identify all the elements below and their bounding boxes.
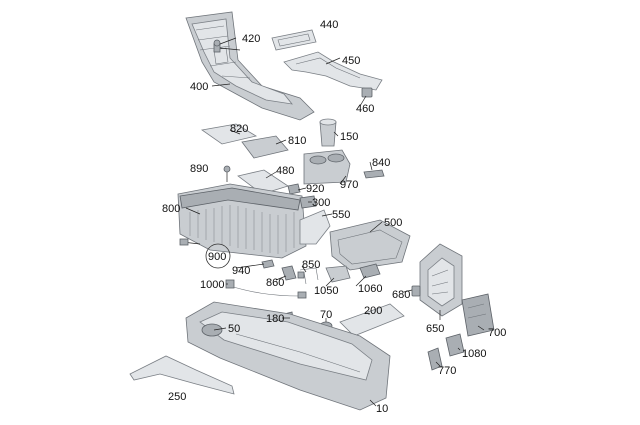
callout-680: 680 xyxy=(392,289,410,301)
part-420-screw xyxy=(213,39,221,53)
callout-550: 550 xyxy=(332,209,350,221)
part-50-ring xyxy=(201,323,223,337)
callout-920: 920 xyxy=(306,183,324,195)
callout-480: 480 xyxy=(276,165,294,177)
callout-890: 890 xyxy=(190,163,208,175)
callout-650: 650 xyxy=(426,323,444,335)
part-1050-switch xyxy=(325,265,351,283)
callout-840: 840 xyxy=(372,157,390,169)
part-500-armrest-lid xyxy=(329,219,411,271)
callout-400: 400 xyxy=(190,81,208,93)
part-1060-bracket xyxy=(359,263,381,279)
callout-1080: 1080 xyxy=(462,348,486,360)
callout-900: 900 xyxy=(208,251,226,263)
part-440-trim-cover xyxy=(271,29,317,51)
callout-450: 450 xyxy=(342,55,360,67)
part-550-trim xyxy=(299,209,331,245)
callout-150: 150 xyxy=(340,131,358,143)
callout-970: 970 xyxy=(340,179,358,191)
part-810-mat xyxy=(241,135,289,159)
callout-50: 50 xyxy=(228,323,240,335)
part-rod xyxy=(179,238,201,246)
callout-300: 300 xyxy=(312,197,330,209)
part-150-cup xyxy=(319,118,337,147)
callout-labels: 440 420 450 400 460 820 810 150 890 840 … xyxy=(162,19,506,415)
part-250-trim-strip xyxy=(129,355,235,395)
part-200-pad xyxy=(339,303,405,337)
callout-900-circle xyxy=(205,243,231,269)
part-10-console-base xyxy=(185,301,391,411)
callout-770: 770 xyxy=(438,365,456,377)
callout-500: 500 xyxy=(384,217,402,229)
part-820-pad xyxy=(200,123,258,145)
leader-lines xyxy=(185,37,485,407)
part-cupholder-unit xyxy=(303,149,351,185)
callout-850: 850 xyxy=(302,259,320,271)
callout-180: 180 xyxy=(266,313,284,325)
callout-860: 860 xyxy=(266,277,284,289)
part-450-trim-strip xyxy=(283,51,383,91)
part-650-side-frame xyxy=(419,243,463,317)
callout-800: 800 xyxy=(162,203,180,215)
callout-200: 200 xyxy=(364,305,382,317)
part-940-clip xyxy=(261,259,275,269)
callout-70: 70 xyxy=(320,309,332,321)
callout-820: 820 xyxy=(230,123,248,135)
part-1080-switch xyxy=(445,333,465,357)
callout-1050: 1050 xyxy=(314,285,338,297)
part-460-clip xyxy=(361,87,373,98)
part-840-clip xyxy=(363,169,385,179)
callout-420: 420 xyxy=(242,33,260,45)
part-700-module xyxy=(461,293,495,337)
callout-10: 10 xyxy=(376,403,388,415)
callout-700: 700 xyxy=(488,327,506,339)
part-850-connector xyxy=(297,267,319,285)
callout-1000: 1000 xyxy=(200,279,224,291)
callout-250: 250 xyxy=(168,391,186,403)
part-680-clip xyxy=(411,285,421,297)
callout-440: 440 xyxy=(320,19,338,31)
callout-460: 460 xyxy=(356,103,374,115)
callout-1060: 1060 xyxy=(358,283,382,295)
part-890-pin xyxy=(223,165,231,182)
callout-940: 940 xyxy=(232,265,250,277)
part-920-bracket xyxy=(287,183,301,195)
part-800-console-body xyxy=(177,183,307,259)
callout-810: 810 xyxy=(288,135,306,147)
